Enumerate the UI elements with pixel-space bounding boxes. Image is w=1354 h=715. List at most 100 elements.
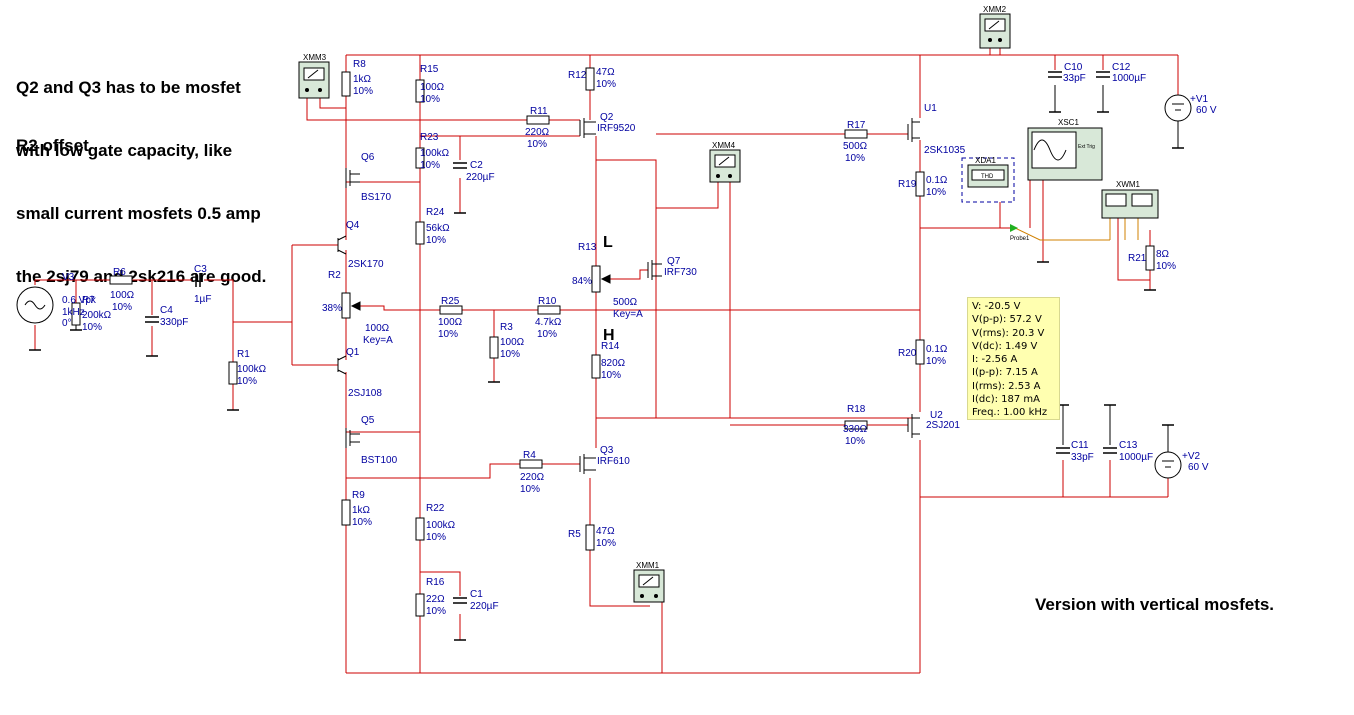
resistor-r16[interactable]	[415, 593, 425, 617]
r24-tol: 10%	[426, 235, 446, 246]
r13-value: 500Ω	[613, 297, 638, 308]
multimeter-xmm2[interactable]: XMM2	[979, 5, 1011, 49]
wires-orange	[1014, 218, 1139, 241]
capacitor-c12[interactable]	[1096, 71, 1110, 78]
multimeter-xmm3[interactable]: XMM3	[298, 53, 330, 99]
r17-name: R17	[847, 120, 866, 131]
resistor-r18[interactable]	[844, 420, 868, 430]
r20-value: 0.1Ω	[926, 344, 948, 355]
u2-name: U2	[930, 410, 943, 421]
q6-name: Q6	[361, 152, 375, 163]
sources	[16, 94, 1192, 479]
r24-name: R24	[426, 207, 445, 218]
capacitor-c10[interactable]	[1048, 71, 1062, 78]
r1-value: 100kΩ	[237, 364, 267, 375]
mosfet-q6[interactable]	[345, 168, 360, 188]
jfet-q4[interactable]	[337, 235, 347, 255]
u1-name: U1	[924, 103, 937, 114]
mosfet-q5[interactable]	[345, 428, 360, 448]
capacitor-c4[interactable]	[145, 316, 159, 323]
r19-tol: 10%	[926, 187, 946, 198]
resistor-r24[interactable]	[415, 221, 425, 245]
probe-line: I: -2.56 A	[972, 354, 1018, 366]
xmm1-label: XMM1	[636, 561, 660, 570]
r12-name: R12	[568, 70, 587, 81]
capacitor-c2[interactable]	[453, 162, 467, 169]
r25-tol: 10%	[438, 329, 458, 340]
c11-value: 33pF	[1071, 452, 1094, 463]
r2-key: Key=A	[363, 335, 393, 346]
q6-part: BS170	[361, 192, 391, 203]
resistor-r25[interactable]	[439, 305, 463, 315]
wire-r2-wiper	[355, 305, 440, 311]
r6-value: 100Ω	[110, 290, 135, 301]
resistor-r20[interactable]	[915, 339, 925, 365]
mosfet-q3[interactable]	[579, 454, 596, 474]
resistor-r9[interactable]	[341, 499, 351, 526]
resistor-r6[interactable]	[109, 275, 133, 285]
resistor-r4[interactable]	[519, 459, 543, 469]
r5-tol: 10%	[596, 538, 616, 549]
resistor-r12[interactable]	[585, 67, 595, 91]
q1-part: 2SJ108	[348, 388, 382, 399]
resistor-r2[interactable]	[341, 292, 351, 319]
mosfet-q2[interactable]	[579, 118, 596, 138]
probe-1[interactable]: Probe1	[1010, 224, 1030, 242]
capacitor-c13[interactable]	[1103, 447, 1117, 454]
mosfet-u2[interactable]	[907, 414, 920, 438]
xwm1-label: XWM1	[1116, 180, 1141, 189]
capacitor-c11[interactable]	[1056, 447, 1070, 454]
resistor-r13[interactable]	[591, 265, 601, 293]
wattmeter-xwm1[interactable]: XWM1	[1101, 180, 1159, 219]
resistor-r17[interactable]	[844, 129, 868, 139]
r21-name: R21	[1128, 253, 1147, 264]
source-v3[interactable]	[16, 286, 54, 324]
probe-line: I(rms): 2.53 A	[972, 380, 1041, 392]
oscilloscope-xsc1[interactable]: Ext Trig XSC1	[1027, 118, 1103, 181]
mosfet-u1[interactable]	[907, 118, 920, 142]
r20-name: R20	[898, 348, 917, 359]
resistor-r10[interactable]	[537, 305, 561, 315]
note-line-4: the 2sj79 and 2sk216 are good.	[16, 267, 267, 286]
resistor-r22[interactable]	[415, 517, 425, 541]
r7-value: 200kΩ	[82, 310, 112, 321]
resistor-r3[interactable]	[489, 336, 499, 359]
resistor-r15[interactable]	[415, 79, 425, 103]
source-v2[interactable]	[1154, 451, 1182, 479]
offset-note: R2 offset	[16, 136, 89, 155]
distortion-analyzer-xda1[interactable]: THD XDA1	[961, 156, 1015, 203]
resistor-r11[interactable]	[526, 115, 550, 125]
v2-name: +V2	[1182, 451, 1201, 462]
r13-wiper-arrow	[600, 274, 611, 284]
resistor-r8[interactable]	[341, 71, 351, 97]
r5-value: 47Ω	[596, 526, 615, 537]
resistor-r19[interactable]	[915, 171, 925, 197]
resistor-r5[interactable]	[585, 524, 595, 551]
capacitor-c3[interactable]	[195, 273, 201, 287]
r13-pct: 84%	[572, 276, 592, 287]
u1-part: 2SK1035	[924, 145, 966, 156]
resistor-r14[interactable]	[591, 354, 601, 379]
mosfet-q7[interactable]	[647, 260, 662, 280]
r8-name: R8	[353, 59, 366, 70]
probe-label: Probe1	[1010, 236, 1030, 242]
r14-tol: 10%	[601, 370, 621, 381]
xmm4-label: XMM4	[712, 141, 736, 150]
multimeter-xmm4[interactable]: XMM4	[709, 141, 741, 183]
resistor-r7[interactable]	[71, 302, 81, 326]
resistor-r23[interactable]	[415, 147, 425, 169]
q5-part: BST100	[361, 455, 398, 466]
r11-tol: 10%	[527, 139, 547, 150]
multimeter-xmm1[interactable]: XMM1	[633, 561, 665, 603]
xmm3-label: XMM3	[303, 53, 327, 62]
capacitor-c1[interactable]	[453, 597, 467, 604]
r14-value: 820Ω	[601, 358, 626, 369]
r12-value: 47Ω	[596, 67, 615, 78]
wire-xmm3	[306, 98, 580, 121]
resistor-r1[interactable]	[228, 361, 238, 385]
jfet-q1[interactable]	[337, 355, 347, 375]
instruments: XMM3 XMM2 XMM4 XMM1 Ext Trig	[298, 5, 1159, 603]
source-v1[interactable]	[1164, 94, 1192, 122]
resistor-r21[interactable]	[1145, 245, 1155, 271]
